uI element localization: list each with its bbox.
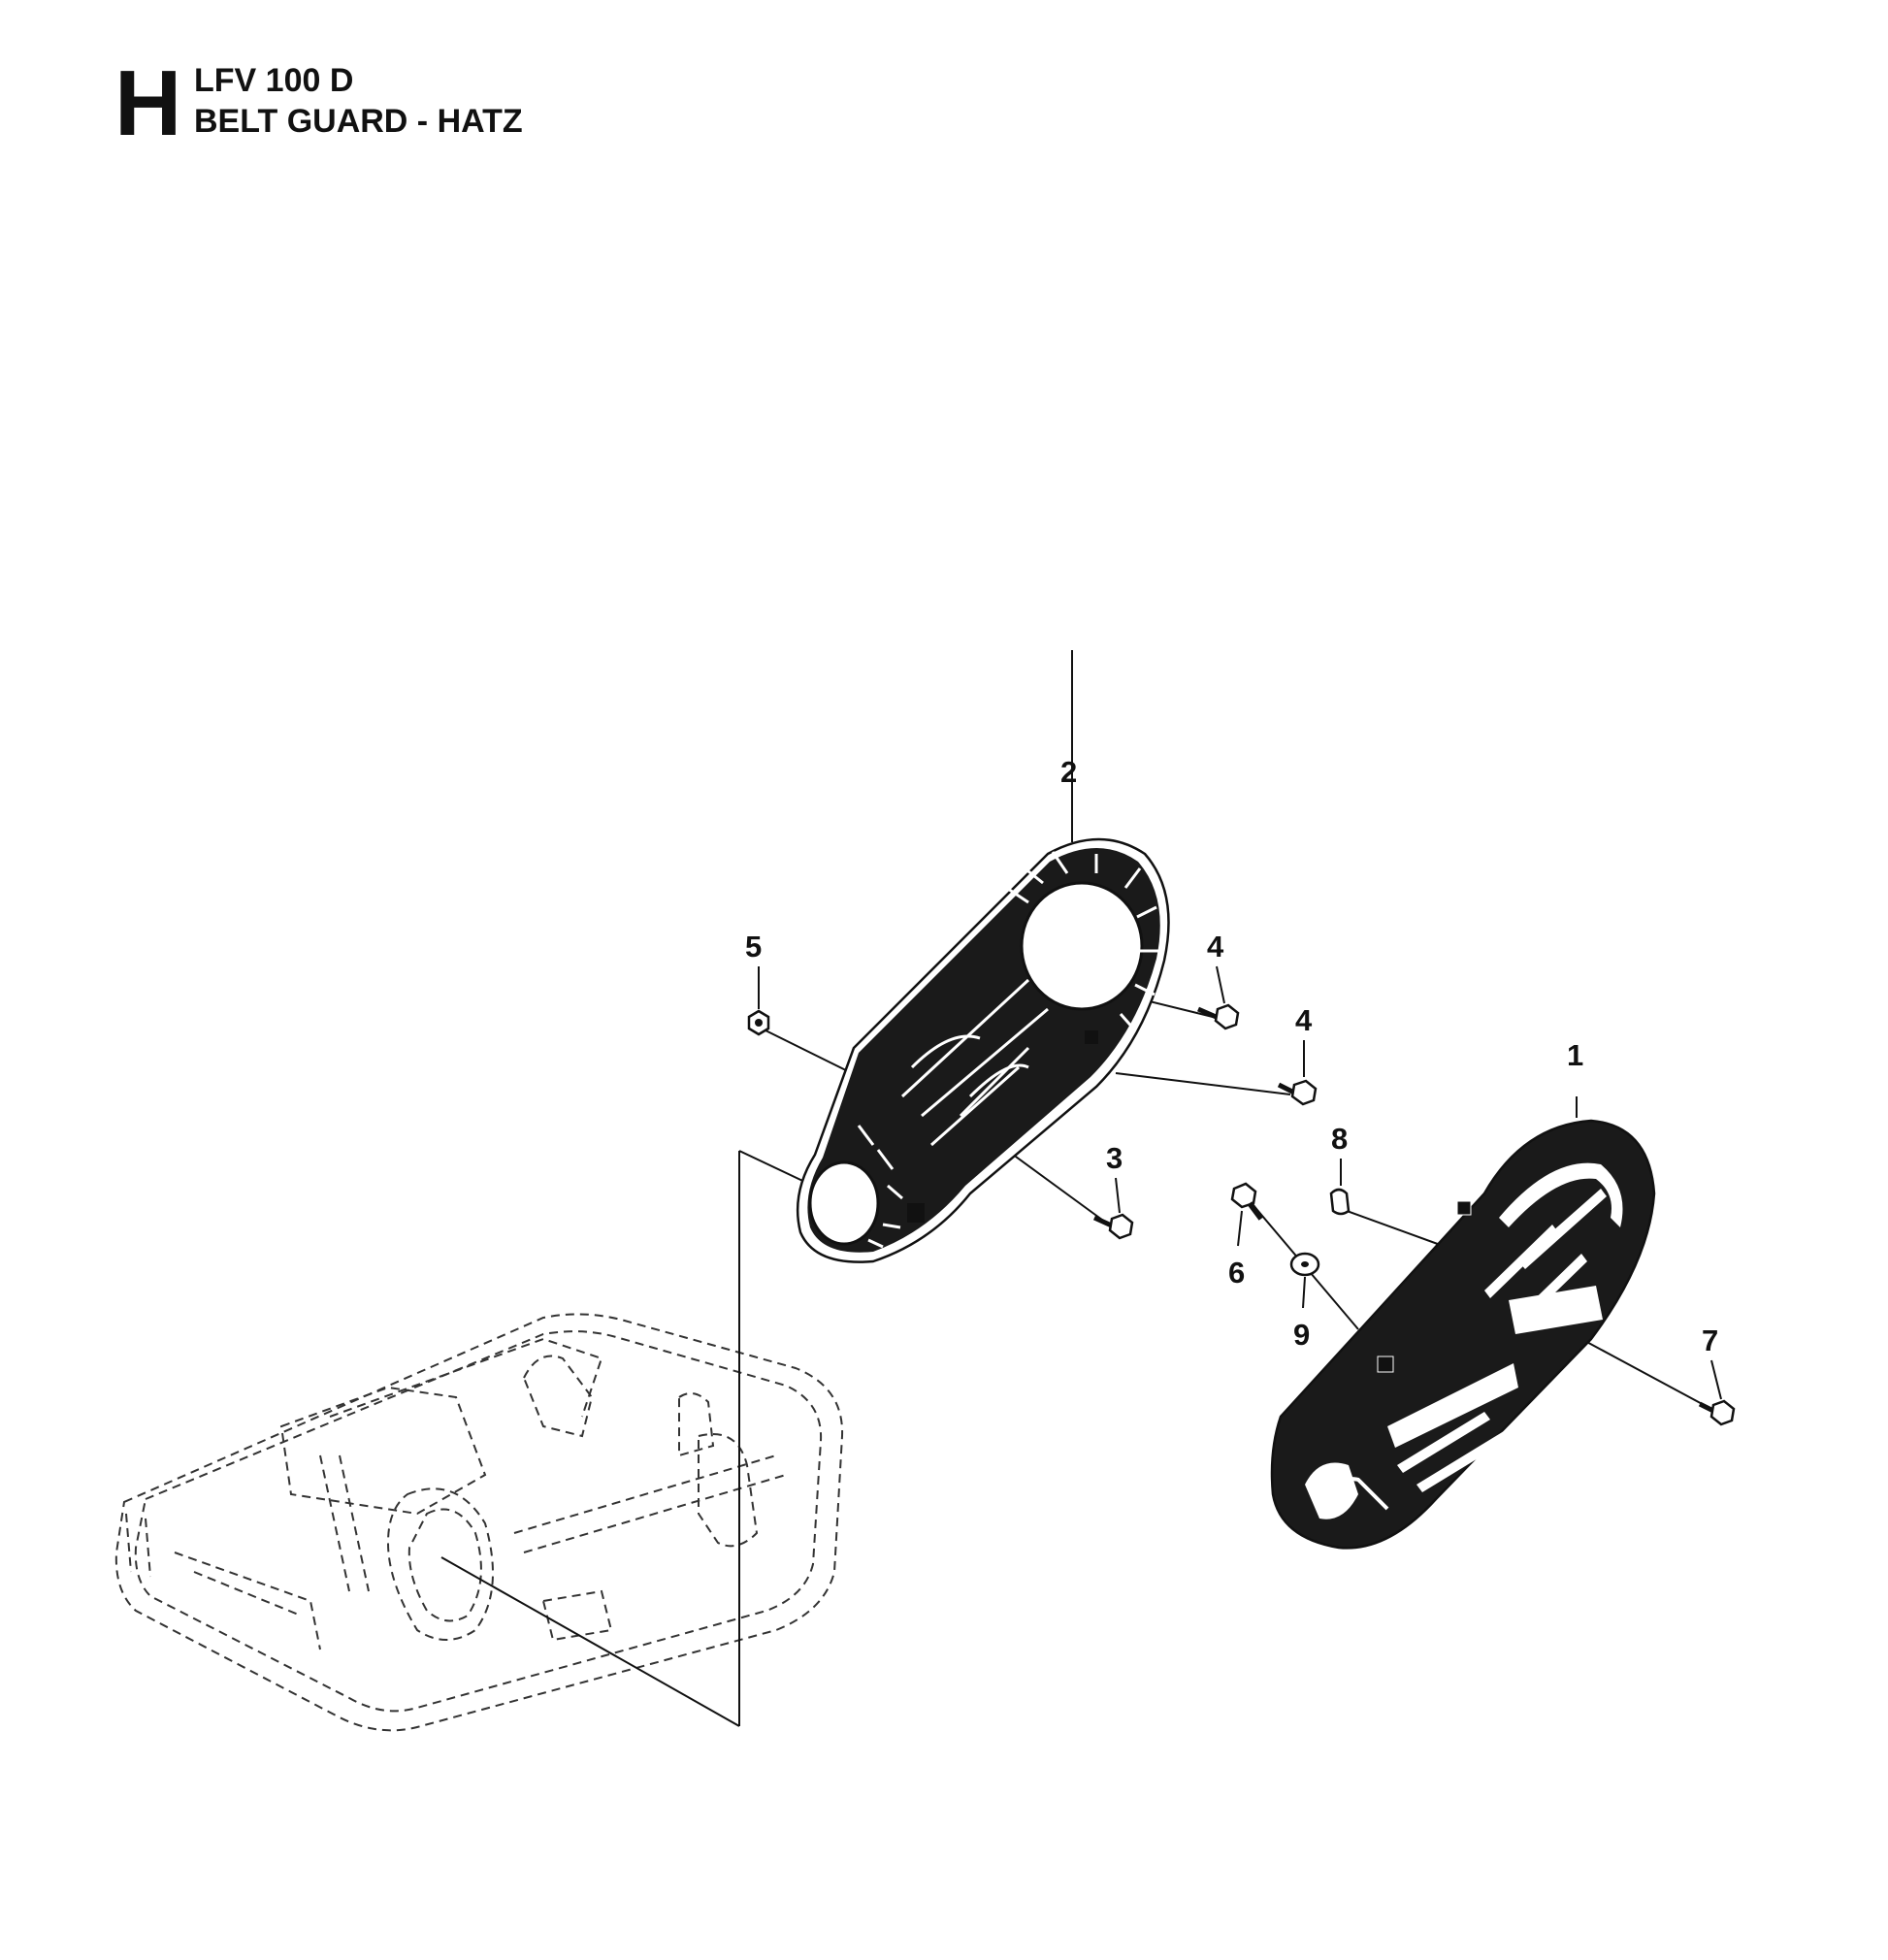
bolt-part-3	[1092, 1213, 1134, 1240]
bolt-part-6	[1230, 1182, 1264, 1221]
model-name: LFV 100 D	[194, 62, 354, 99]
callout-labels: 1 2 3 4 4 5 6 7 8 9	[745, 755, 1718, 1357]
washer-part-9	[1289, 1252, 1320, 1277]
base-plate-outline	[114, 1313, 844, 1732]
callout-leaders	[758, 965, 1722, 1400]
callout-8: 8	[1331, 1122, 1348, 1156]
inner-belt-guard-part-2	[796, 837, 1170, 1263]
callout-3: 3	[1106, 1141, 1123, 1175]
outer-belt-guard-part-1	[1270, 1119, 1656, 1550]
callout-4-lower: 4	[1295, 1003, 1313, 1037]
bolt-part-4-lower	[1277, 1079, 1318, 1106]
bolt-part-4-upper	[1197, 1003, 1240, 1030]
callout-4-upper: 4	[1207, 930, 1224, 964]
nut-part-5	[747, 1009, 770, 1036]
callout-9: 9	[1293, 1318, 1310, 1352]
leader-lines	[440, 650, 1709, 1727]
bolt-part-7	[1698, 1399, 1736, 1426]
section-letter: H	[114, 51, 182, 155]
callout-2: 2	[1060, 755, 1077, 789]
fasteners	[747, 1003, 1736, 1426]
callout-7: 7	[1702, 1323, 1718, 1357]
callout-5: 5	[745, 930, 762, 964]
callout-1: 1	[1567, 1038, 1583, 1072]
callout-6: 6	[1228, 1256, 1245, 1290]
page-header: H LFV 100 D BELT GUARD - HATZ	[114, 51, 794, 155]
page-title: BELT GUARD - HATZ	[194, 103, 523, 140]
clip-part-8	[1329, 1188, 1351, 1216]
